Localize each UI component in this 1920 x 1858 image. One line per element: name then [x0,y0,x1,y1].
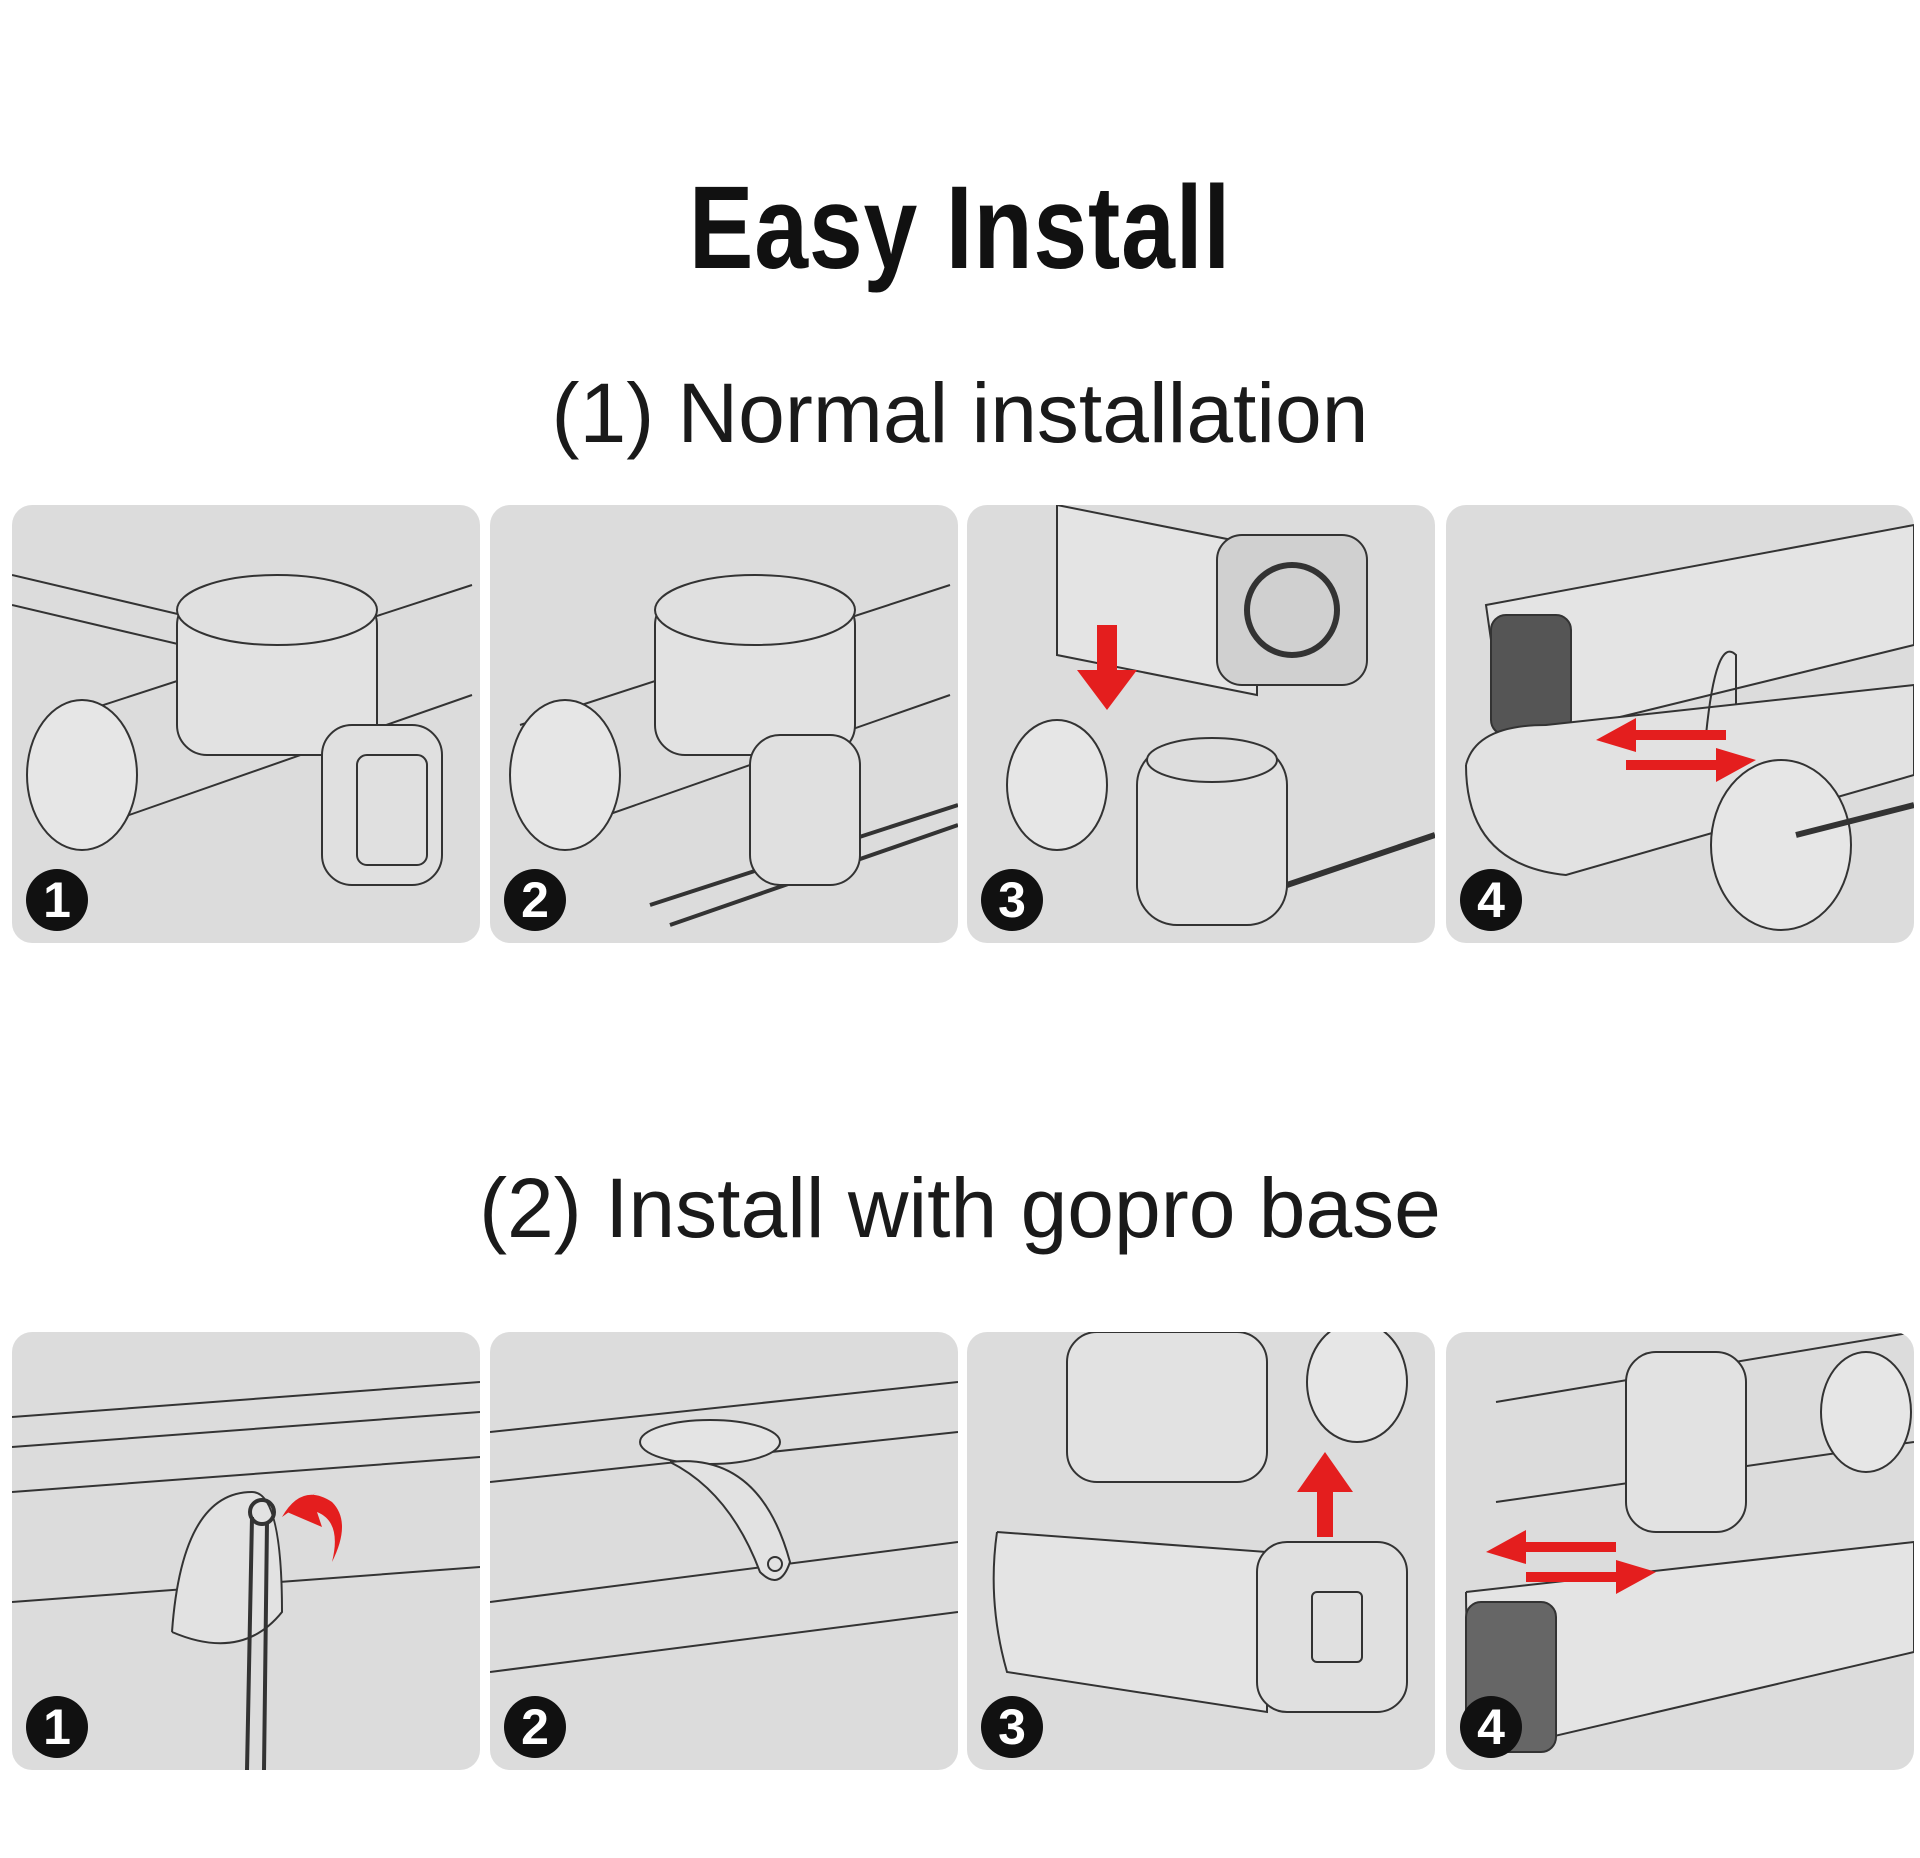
rotate-arrow-icon [282,1492,342,1562]
step-panel-gopro-3: 3 [967,1332,1435,1770]
step-badge: 4 [1460,869,1522,931]
mount-on-handlebar-illustration [12,574,473,886]
step-panel-gopro-4: 4 [1446,1332,1914,1770]
gopro-base-attached-illustration [490,1381,958,1673]
step-badge: 2 [504,869,566,931]
remove-screw-illustration [12,1381,480,1770]
step-badge: 3 [981,869,1043,931]
step-panel-normal-4: 4 [1446,505,1914,943]
section-heading-gopro: (2) Install with gopro base [479,1161,1441,1255]
step-panel-normal-2: 2 [490,505,958,943]
page-title: Easy Install [688,162,1232,294]
arrow-up-icon [1297,1452,1353,1537]
step-badge: 2 [504,1696,566,1758]
step-panel-normal-3: 3 [967,505,1435,943]
section-heading-normal: (1) Normal installation [551,366,1369,460]
arrow-down-icon [1077,625,1137,710]
step-panel-gopro-2: 2 [490,1332,958,1770]
light-mounted-illustration [1465,523,1914,931]
step-panel-normal-1: 1 [12,505,480,943]
rotate-arrow-icon [1486,1530,1656,1594]
step-panel-gopro-1: 1 [12,1332,480,1770]
invert-mount-illustration [992,1332,1408,1714]
attach-light-illustration [1006,505,1435,926]
tighten-strap-illustration [509,574,958,927]
step-badge: 4 [1460,1696,1522,1758]
rotate-arrow-icon [1596,718,1756,782]
step-badge: 3 [981,1696,1043,1758]
step-badge: 1 [26,1696,88,1758]
light-under-handlebar-illustration [1465,1332,1914,1754]
step-badge: 1 [26,869,88,931]
